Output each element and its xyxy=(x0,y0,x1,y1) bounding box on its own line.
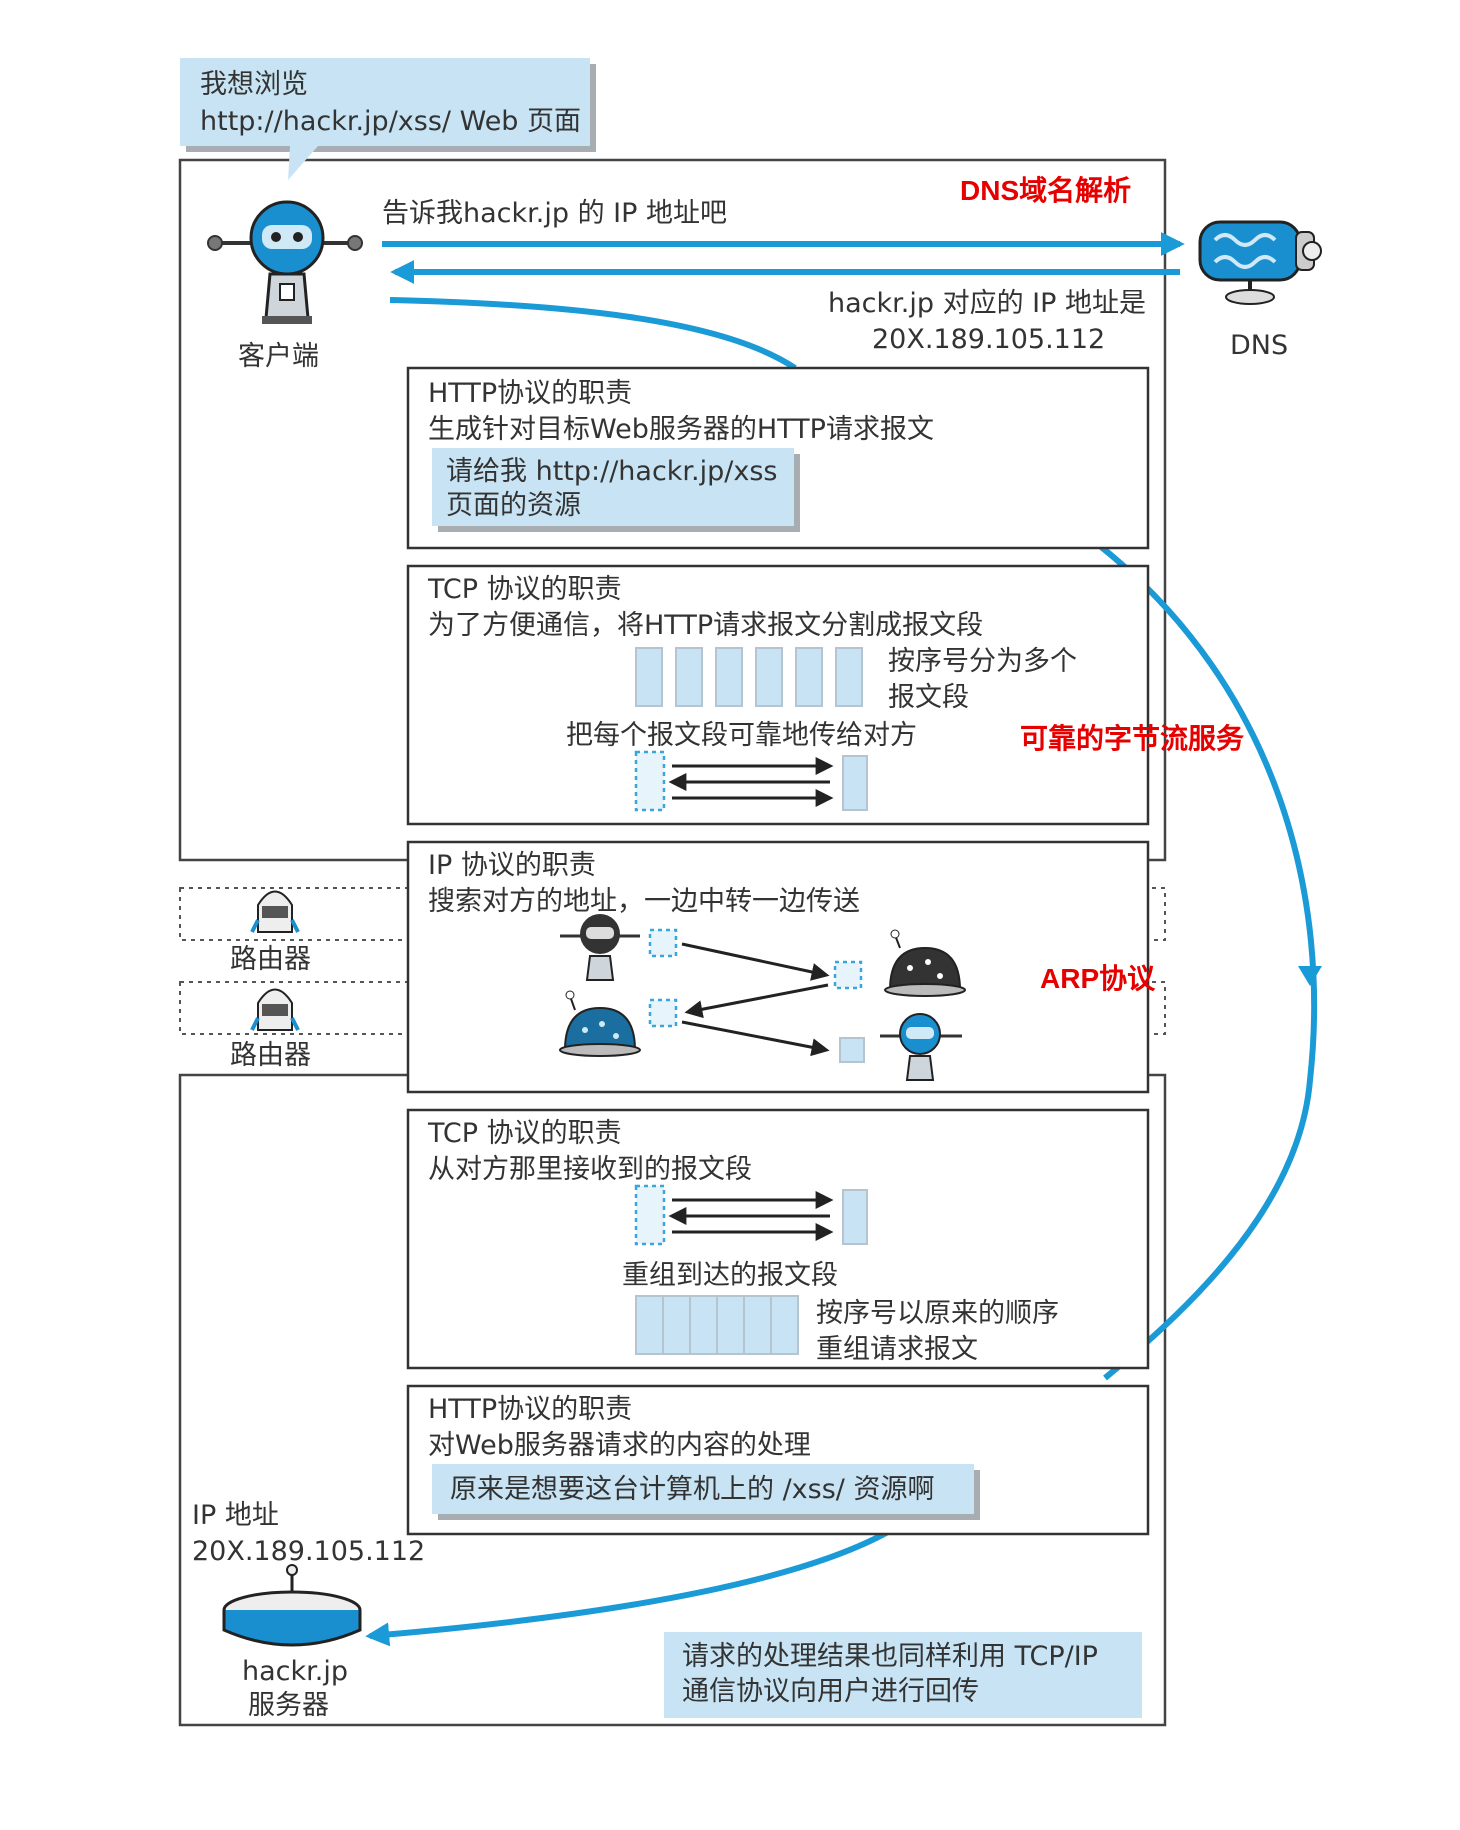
http-server-desc: 对Web服务器请求的内容的处理 xyxy=(428,1430,811,1461)
dns-label: DNS xyxy=(1230,330,1288,361)
dns-resolution-label: DNS域名解析 xyxy=(960,175,1131,206)
http-request-line-2: 页面的资源 xyxy=(446,490,581,521)
order-note-2: 重组请求报文 xyxy=(816,1334,978,1365)
router-label-1: 路由器 xyxy=(230,944,311,975)
ip-title: IP 协议的职责 xyxy=(428,850,596,881)
server-name-2: 服务器 xyxy=(248,1690,329,1721)
tcp-server-desc: 从对方那里接收到的报文段 xyxy=(428,1154,752,1185)
return-note-box xyxy=(664,1632,1142,1718)
reassemble-note: 重组到达的报文段 xyxy=(622,1260,838,1291)
segment-block xyxy=(835,647,863,707)
tcp-client-segments xyxy=(635,647,863,707)
client-robot-icon xyxy=(207,200,363,324)
sender-robot-icon xyxy=(560,914,640,981)
tcp-client-transfer xyxy=(634,750,868,812)
http-client-title: HTTP协议的职责 xyxy=(428,378,632,409)
segment-note-2: 报文段 xyxy=(888,682,969,713)
return-note-line-2: 通信协议向用户进行回传 xyxy=(682,1676,979,1707)
segment-block xyxy=(635,647,663,707)
reassembled-segment-block xyxy=(635,1295,664,1355)
http-server-callout-text: 原来是想要这台计算机上的 /xss/ 资源啊 xyxy=(450,1474,934,1505)
server-icon xyxy=(222,1564,362,1647)
flow-client-to-http xyxy=(389,297,797,371)
ip-panel xyxy=(406,840,1150,1094)
segment-note-1: 按序号分为多个 xyxy=(888,646,1077,677)
router-icon-2 xyxy=(250,988,300,1031)
return-note-line-1: 请求的处理结果也同样利用 TCP/IP xyxy=(682,1641,1098,1672)
tcp-server-segments xyxy=(635,1295,799,1355)
http-request-callout xyxy=(432,448,794,526)
server-ip-label: IP 地址 xyxy=(192,1500,279,1531)
tcp-server-title: TCP 协议的职责 xyxy=(427,1118,622,1149)
server-ip-value: 20X.189.105.112 xyxy=(192,1536,425,1567)
http-request-line-1: 请给我 http://hackr.jp/xss xyxy=(446,456,778,487)
http-server-callout xyxy=(432,1464,974,1514)
router-band-2 xyxy=(179,981,1166,1035)
reassembled-segment-block xyxy=(662,1295,691,1355)
arp-label: ARP协议 xyxy=(1040,963,1156,994)
byte-stream-label: 可靠的字节流服务 xyxy=(1020,722,1244,754)
flow-big-arc-down xyxy=(1098,543,1318,1381)
reassembled-segment-block xyxy=(743,1295,772,1355)
segment-block xyxy=(715,647,743,707)
router-band-1 xyxy=(179,887,1166,941)
router-label-2: 路由器 xyxy=(230,1040,311,1071)
reassembled-segment-block xyxy=(689,1295,718,1355)
segment-block xyxy=(755,647,783,707)
http-server-title: HTTP协议的职责 xyxy=(428,1394,632,1425)
relay-beetle-icon-2 xyxy=(559,990,641,1057)
http-client-desc: 生成针对目标Web服务器的HTTP请求报文 xyxy=(428,414,934,445)
ip-relay-illustration xyxy=(559,914,966,1081)
transfer-note: 把每个报文段可靠地传给对方 xyxy=(566,720,917,751)
segment-block xyxy=(795,647,823,707)
reassembled-segment-block xyxy=(716,1295,745,1355)
reassembled-segment-block xyxy=(770,1295,799,1355)
router-icon-1 xyxy=(250,890,300,933)
dns-server-icon xyxy=(1198,220,1322,305)
receiver-robot-icon xyxy=(880,1013,962,1081)
flow-return-to-client xyxy=(365,1525,897,1647)
speech-bubble: 我想浏览 http://hackr.jp/xss/ Web 页面 xyxy=(180,58,596,180)
server-name-1: hackr.jp xyxy=(242,1656,348,1687)
bubble-line-2: http://hackr.jp/xss/ Web 页面 xyxy=(200,106,581,137)
dns-query-text: 告诉我hackr.jp 的 IP 地址吧 xyxy=(382,198,727,229)
flow-down-arrowhead xyxy=(1298,966,1322,986)
tcp-server-transfer xyxy=(634,1184,868,1246)
client-label: 客户端 xyxy=(238,341,319,372)
tcp-client-desc: 为了方便通信，将HTTP请求报文分割成报文段 xyxy=(428,610,983,641)
ip-desc: 搜索对方的地址，一边中转一边传送 xyxy=(428,886,860,917)
dns-reply-line-1: hackr.jp 对应的 IP 地址是 xyxy=(828,288,1146,319)
order-note-1: 按序号以原来的顺序 xyxy=(816,1298,1059,1329)
bubble-line-1: 我想浏览 xyxy=(200,69,308,100)
tcp-client-title: TCP 协议的职责 xyxy=(427,574,622,605)
dns-reply-line-2: 20X.189.105.112 xyxy=(872,324,1105,355)
relay-beetle-icon xyxy=(884,929,966,997)
segment-block xyxy=(675,647,703,707)
